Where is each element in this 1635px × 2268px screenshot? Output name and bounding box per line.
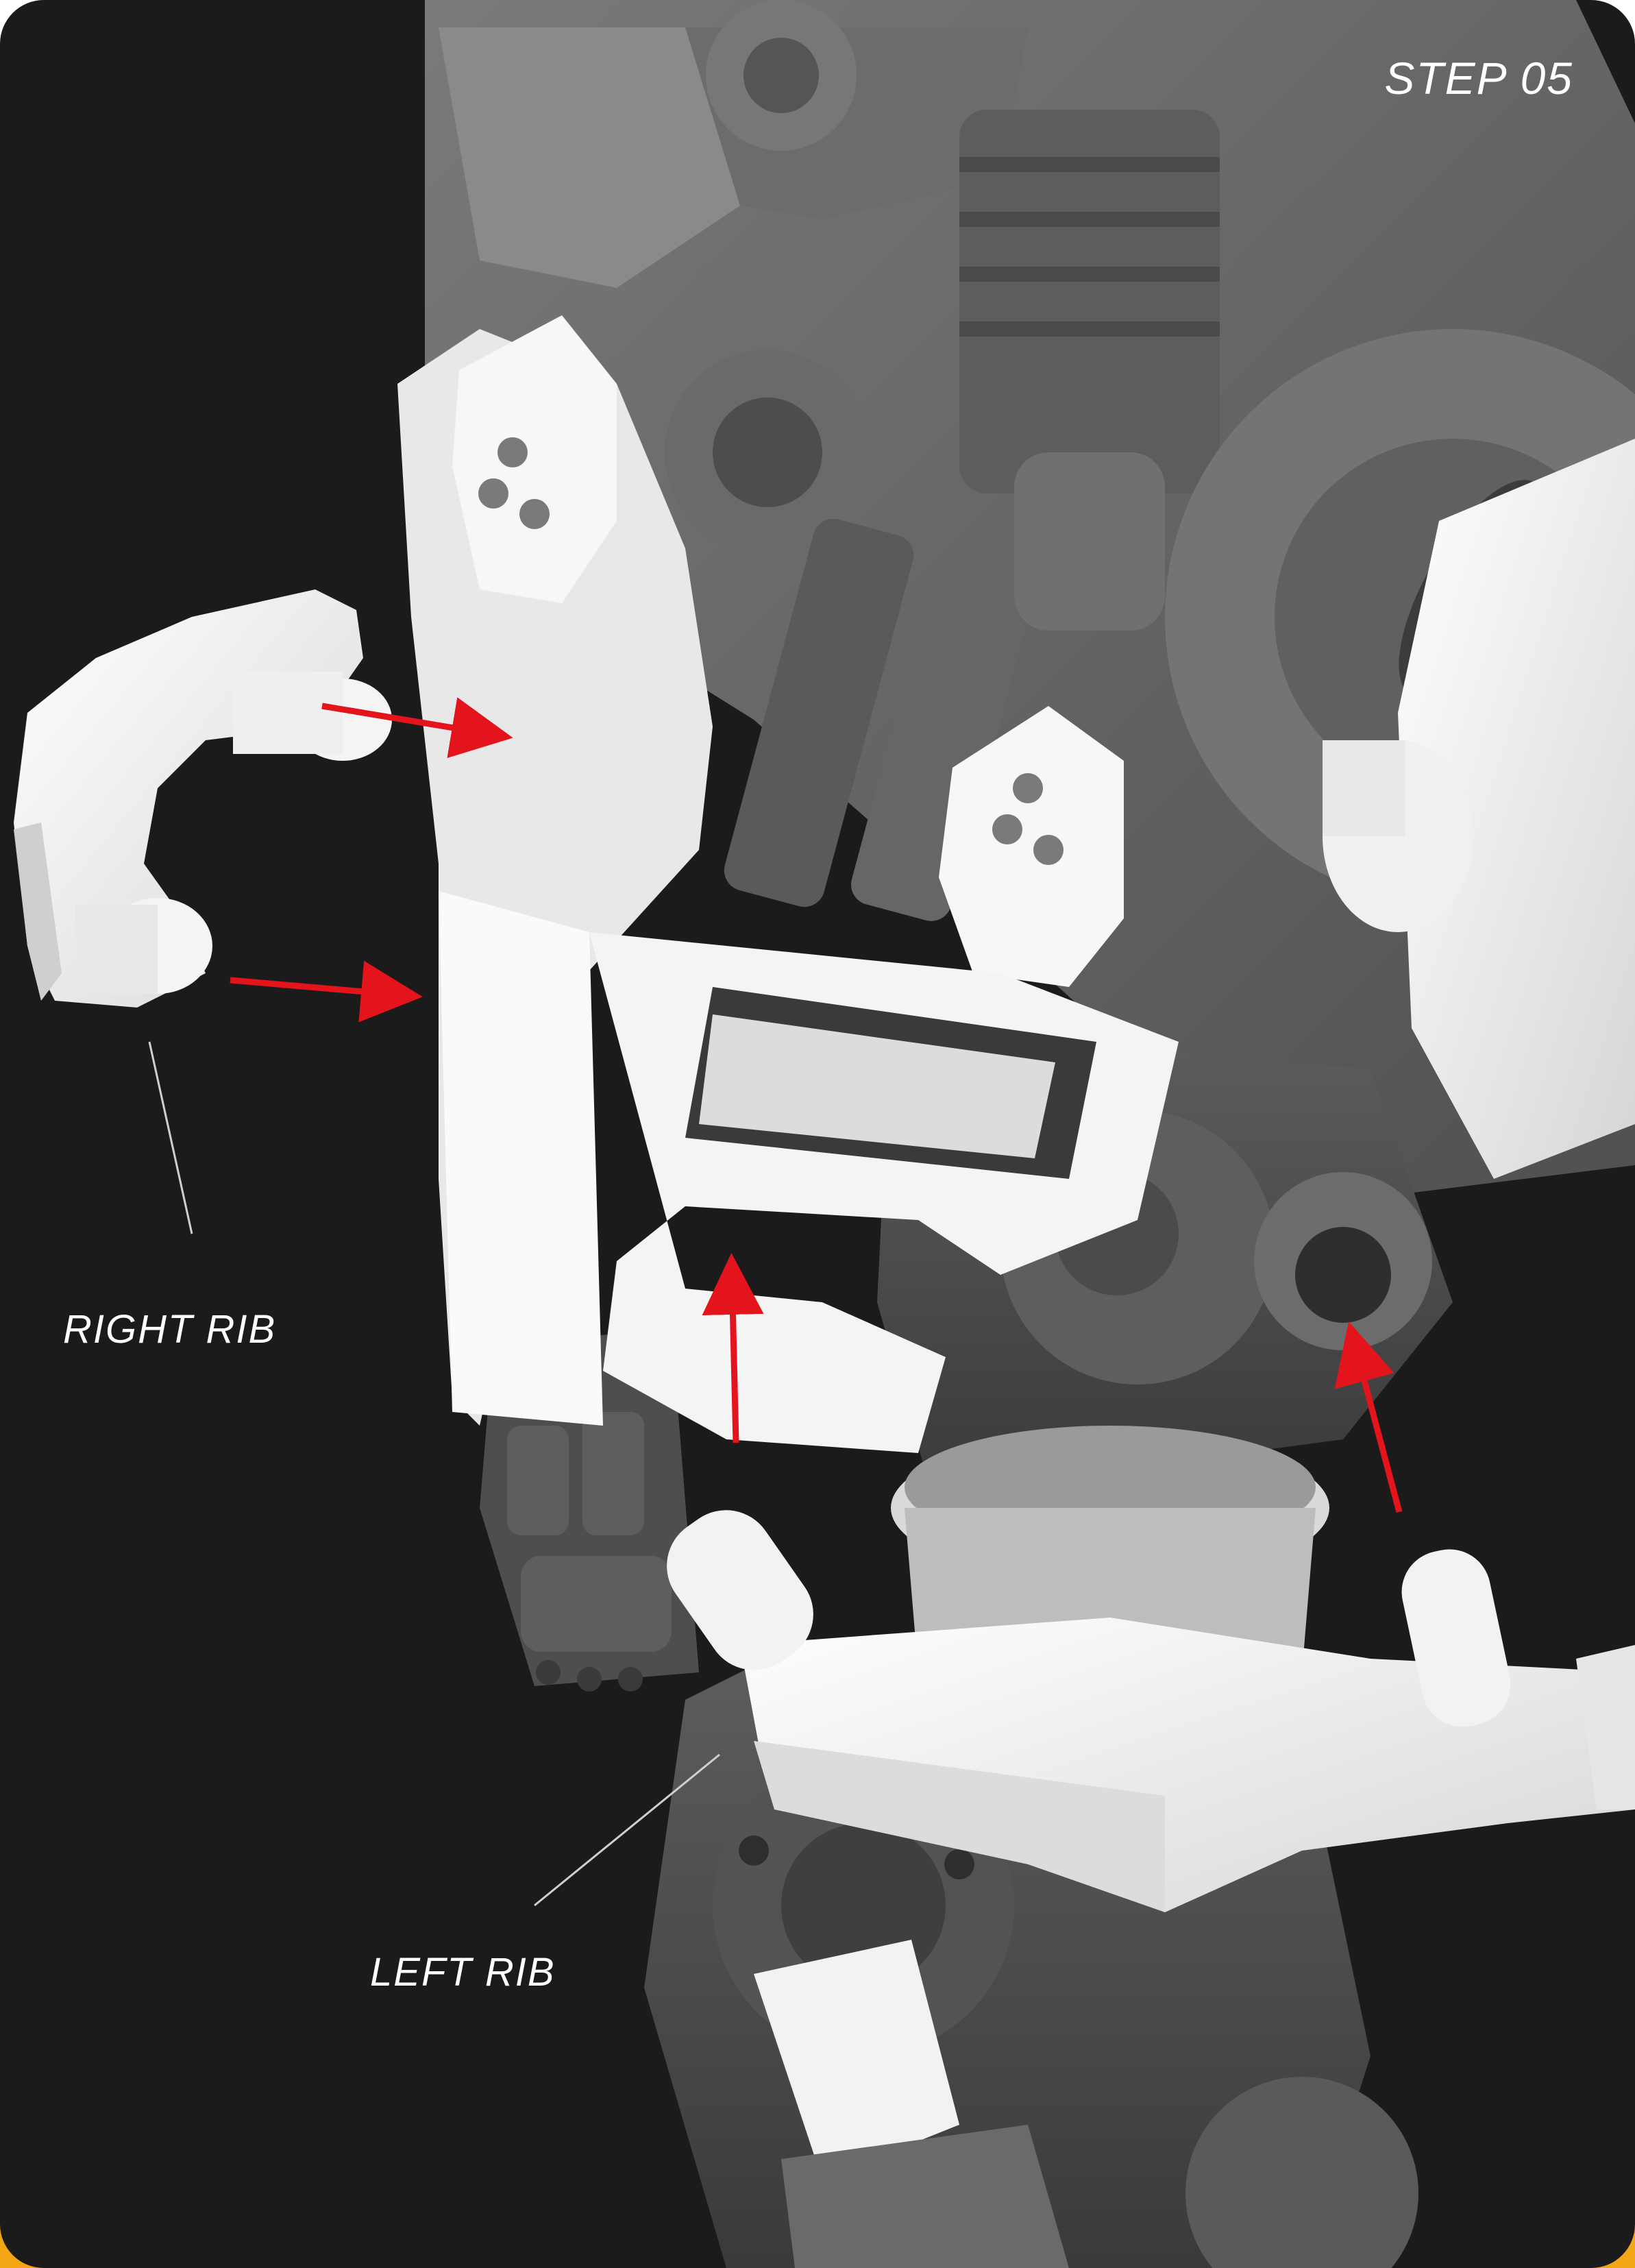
left-rib-label: LEFT RIB — [370, 1949, 556, 1995]
leader-line-right-rib — [149, 1042, 192, 1234]
step-label: STEP 05 — [1384, 52, 1573, 104]
arrow-up-icon — [732, 1271, 736, 1443]
right-rib-part — [14, 589, 392, 1008]
arrow-right-icon — [230, 980, 404, 995]
right-rib-label: RIGHT RIB — [63, 1306, 276, 1352]
